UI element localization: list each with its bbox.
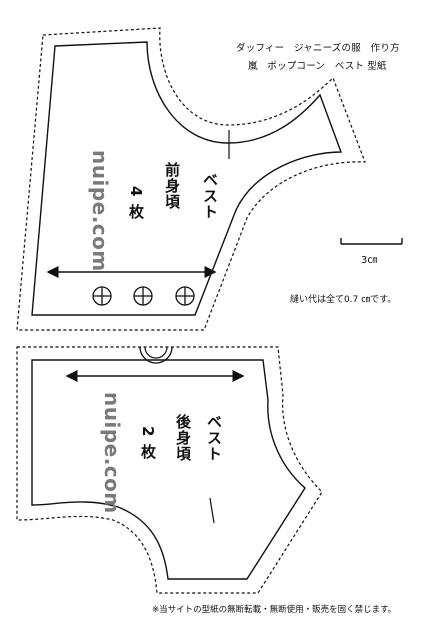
button-mark-icon <box>175 286 195 306</box>
back-piece-name: ベスト <box>205 414 223 462</box>
scale-label: 3㎝ <box>361 255 378 266</box>
title-line-1: ダッフィー ジャニーズの服 作り方 <box>236 43 400 54</box>
button-mark-icon <box>92 286 112 306</box>
front-piece-part: 前身頃 <box>163 162 181 210</box>
copyright-footer: ※当サイトの型紙の無断転載・無断使用・販売を固く禁じます。 <box>152 605 397 615</box>
front-piece-count: 4 枚 <box>127 186 145 220</box>
front-watermark: nuipe.com <box>88 150 112 272</box>
back-notch-line <box>209 497 215 524</box>
front-seam-allowance-outline <box>16 27 366 331</box>
back-piece-count: 2 枚 <box>139 426 157 460</box>
button-mark-icon <box>133 286 153 306</box>
back-seam-allowance-outline <box>16 346 323 594</box>
front-button-marks <box>92 286 195 306</box>
seam-allowance-note: 縫い代は全て0.7 ㎝です。 <box>290 295 397 305</box>
back-watermark: nuipe.com <box>100 392 124 514</box>
back-piece-part: 後身頃 <box>174 414 192 462</box>
front-piece-name: ベスト <box>201 172 219 220</box>
front-cutting-line <box>31 41 343 316</box>
back-neck-curve <box>139 346 173 364</box>
back-cutting-line <box>31 359 306 580</box>
back-neck-inner-curve <box>144 346 168 359</box>
scale-bar <box>340 238 403 245</box>
title-line-2: 嵐 ポップコーン ベスト 型紙 <box>248 61 387 72</box>
